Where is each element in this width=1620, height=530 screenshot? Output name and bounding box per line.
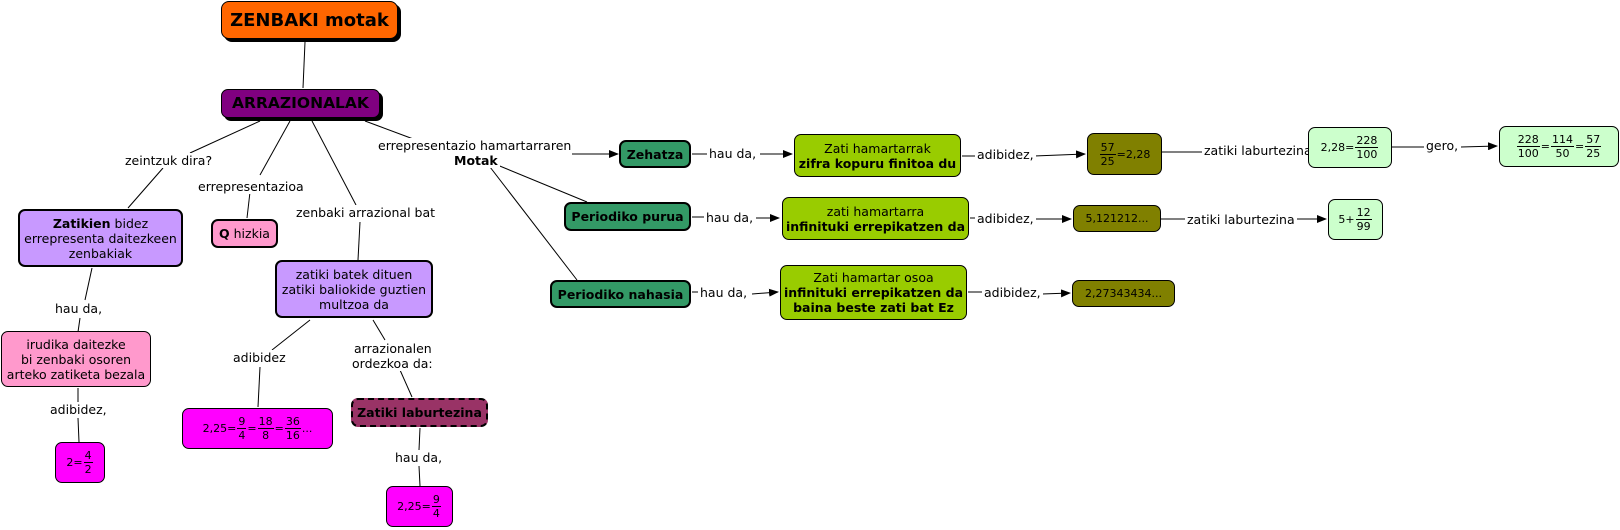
nahasia-desc-line3: baina beste zati bat Ez xyxy=(793,300,954,315)
link-label-motak: Motak xyxy=(452,153,500,168)
link-label-zehatza-adibidez: adibidez, xyxy=(975,147,1036,162)
link-label-ordezkoa: ordezkoa da: xyxy=(350,356,435,371)
link-label-adibidez-2: adibidez xyxy=(231,350,288,365)
ex225-lhs: 2,25= xyxy=(202,422,237,435)
zehatza-label: Zehatza xyxy=(626,146,684,162)
node-nahasia-desc: Zati hamartar osoa infinituki errepikatz… xyxy=(780,265,967,320)
link-label-errepresentazio-hamartar: errepresentazio hamartarraren xyxy=(376,138,574,153)
nahasia-label: Periodiko nahasia xyxy=(557,286,684,302)
ex2-lhs: 2= xyxy=(66,456,83,469)
zatikien-bold: Zatikien xyxy=(52,215,111,231)
root-node: ZENBAKI motak xyxy=(221,1,398,39)
ex225b-lhs: 2,25= xyxy=(397,500,431,513)
node-zatikien-bidez: Zatikien bidez errepresenta daitezkeen z… xyxy=(18,209,183,267)
purua-label: Periodiko purua xyxy=(571,209,684,224)
rational-node: ARRAZIONALAK xyxy=(221,89,380,118)
root-title: ZENBAKI motak xyxy=(230,9,389,31)
link-label-nahasia-hau-da: hau da, xyxy=(698,285,750,300)
nahasia-desc-line2: infinituki errepikatzen da xyxy=(783,285,964,300)
q-bold: Q xyxy=(219,226,230,241)
link-label-zeintzuk: zeintzuk dira? xyxy=(123,153,215,168)
node-zehatza: Zehatza xyxy=(619,140,691,168)
link-label-zehatza-laburtezina: zatiki laburtezina xyxy=(1202,143,1314,158)
purua-desc-line1: zati hamartarra xyxy=(826,203,925,219)
link-label-errepresentazioa: errepresentazioa xyxy=(196,179,306,194)
q-rest: hizkia xyxy=(229,226,270,241)
zl1-lhs: 2,28= xyxy=(1320,141,1355,154)
nahasia-ex-value: 2,27343434... xyxy=(1085,287,1162,300)
node-zatiki-laburtezina: Zatiki laburtezina xyxy=(351,398,488,427)
zehatza-desc-line2: zifra kopuru finitoa du xyxy=(798,155,957,171)
rational-title: ARRAZIONALAK xyxy=(232,94,369,112)
link-label-purua-adibidez: adibidez, xyxy=(975,211,1036,226)
node-q-hizkia: Q hizkia xyxy=(211,219,278,248)
zehatza-ex-rhs: =2,28 xyxy=(1116,147,1151,161)
laburtezina-label: Zatiki laburtezina xyxy=(357,405,482,420)
irudika-line2: bi zenbaki osoren xyxy=(20,351,132,367)
link-label-hau-da-2: hau da, xyxy=(393,450,445,465)
link-label-purua-hau-da: hau da, xyxy=(704,210,756,225)
node-purua-example: 5,121212... xyxy=(1073,205,1161,232)
irudika-line1: irudika daitezke xyxy=(26,336,126,352)
node-zehatza-desc: Zati hamartarrak zifra kopuru finitoa du xyxy=(794,134,961,177)
zl3-lhs: 5+ xyxy=(1338,213,1355,226)
node-periodiko-purua: Periodiko purua xyxy=(564,202,691,231)
link-label-zehatza-hau-da: hau da, xyxy=(707,146,759,161)
purua-ex-value: 5,121212... xyxy=(1085,212,1149,225)
nahasia-desc-line1: Zati hamartar osoa xyxy=(813,270,934,285)
link-label-gero: gero, xyxy=(1424,138,1461,153)
zehatza-desc-line1: Zati hamartarrak xyxy=(824,140,931,156)
link-label-adibidez-1: adibidez, xyxy=(48,402,109,417)
zatikien-line3: zenbakiak xyxy=(68,245,133,261)
zatikien-rest: bidez xyxy=(110,215,149,231)
link-label-purua-laburtezina: zatiki laburtezina xyxy=(1185,212,1297,227)
zatiki-batek-line3: multzoa da xyxy=(319,296,389,312)
link-label-zenbaki-arrazional: zenbaki arrazional bat xyxy=(294,205,438,220)
zatiki-batek-line2: zatiki baliokide guztien xyxy=(281,281,427,297)
link-label-nahasia-adibidez: adibidez, xyxy=(982,285,1043,300)
node-purua-desc: zati hamartarra infinituki errepikatzen … xyxy=(782,197,969,240)
link-label-hau-da-1: hau da, xyxy=(53,301,105,316)
node-zatiki-batek: zatiki batek dituen zatiki baliokide guz… xyxy=(275,260,433,318)
node-periodiko-nahasia: Periodiko nahasia xyxy=(550,280,691,308)
node-irudika: irudika daitezke bi zenbaki osoren artek… xyxy=(1,331,151,387)
purua-desc-line2: infinituki errepikatzen da xyxy=(785,218,966,234)
zatikien-line2: errepresenta daitezkeen xyxy=(24,230,177,246)
node-nahasia-example: 2,27343434... xyxy=(1072,280,1175,307)
link-label-arrazionalen: arrazionalen xyxy=(352,341,434,356)
zatiki-batek-line1: zatiki batek dituen xyxy=(295,266,413,282)
irudika-line3: arteko zatiketa bezala xyxy=(6,366,146,382)
ex225-dots: ... xyxy=(301,422,313,435)
